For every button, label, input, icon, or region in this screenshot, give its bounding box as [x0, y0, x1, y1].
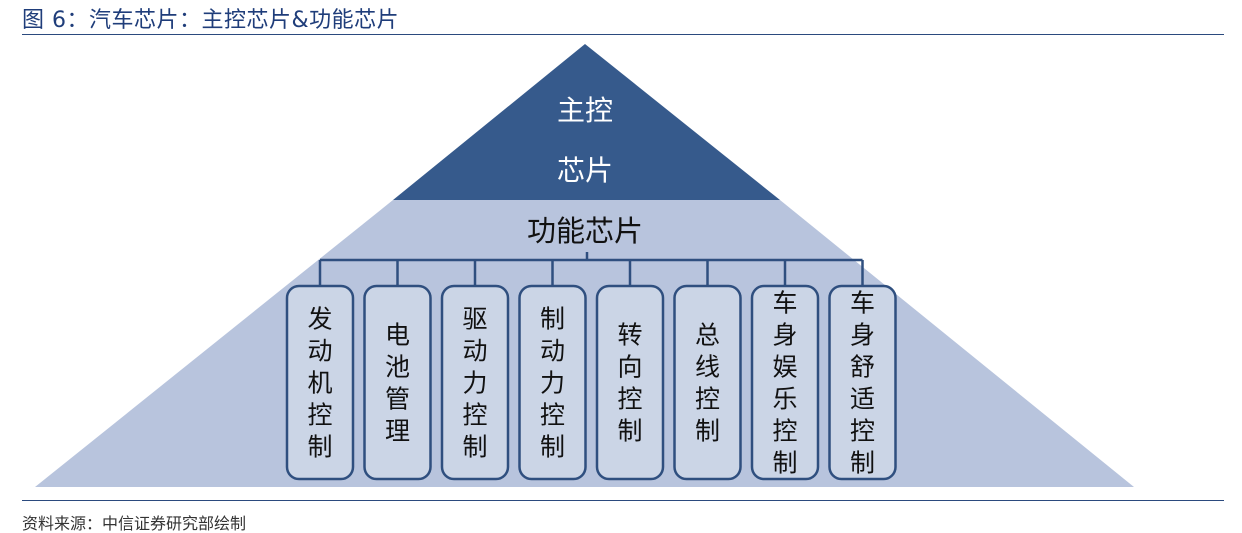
- category-box: [673, 284, 742, 481]
- category-box-char: 制: [307, 432, 332, 461]
- main-control-label-line1: 主控: [557, 94, 613, 127]
- category-box: [440, 284, 510, 481]
- pyramid-diagram: 主控 芯片 功能芯片 发动机控制电池管理驱动力控制制动力控制转向控制总线控制车身…: [35, 44, 1134, 487]
- category-box-char: 制: [617, 416, 642, 445]
- category-box: [363, 284, 432, 481]
- category-box: [518, 284, 587, 481]
- category-box-char: 适: [850, 384, 875, 413]
- category-box-char: 控: [307, 400, 332, 429]
- category-box-char: 控: [540, 400, 565, 429]
- category-box-char: 转: [617, 320, 642, 349]
- category-box-char: 制: [462, 432, 487, 461]
- category-box-char: 乐: [772, 384, 797, 413]
- category-box: [828, 284, 897, 481]
- category-box-char: 制: [850, 448, 875, 477]
- category-box-char: 动: [462, 336, 487, 365]
- category-box-char: 力: [462, 368, 487, 397]
- category-box-char: 理: [385, 416, 410, 445]
- figure-title: 图 6：汽车芯片：主控芯片&功能芯片: [22, 8, 400, 33]
- connector-tree: [318, 252, 864, 286]
- category-box-char: 管: [385, 384, 410, 413]
- category-box-char: 力: [540, 368, 565, 397]
- category-box-char: 动: [540, 336, 565, 365]
- category-box-char: 身: [772, 320, 797, 349]
- main-control-tier-shape: [393, 44, 780, 200]
- category-box: [595, 284, 665, 481]
- title-divider: [22, 34, 1224, 35]
- category-box-char: 制: [695, 416, 720, 445]
- category-box-char: 控: [617, 384, 642, 413]
- category-box: [750, 284, 820, 481]
- functional-chip-label: 功能芯片: [527, 214, 643, 248]
- category-box-char: 驱: [462, 304, 487, 333]
- category-box-char: 身: [850, 320, 875, 349]
- main-control-label-line2: 芯片: [557, 154, 613, 187]
- category-box-char: 向: [617, 352, 642, 381]
- category-box-char: 控: [772, 416, 797, 445]
- category-box-char: 机: [307, 368, 332, 397]
- category-box-char: 控: [850, 416, 875, 445]
- category-box-char: 线: [695, 352, 720, 381]
- category-box-char: 制: [772, 448, 797, 477]
- category-box-char: 电: [385, 320, 410, 349]
- category-box-char: 控: [462, 400, 487, 429]
- category-box-char: 娱: [772, 352, 797, 381]
- category-box-char: 车: [772, 288, 797, 317]
- category-box-char: 池: [385, 352, 410, 381]
- category-box-char: 制: [540, 304, 565, 333]
- category-box-char: 舒: [850, 352, 875, 381]
- category-box-char: 制: [540, 432, 565, 461]
- category-box-char: 车: [850, 288, 875, 317]
- source-note: 资料来源：中信证券研究部绘制: [22, 514, 247, 533]
- category-box-char: 发: [307, 304, 332, 333]
- category-box-char: 动: [307, 336, 332, 365]
- category-box: [285, 284, 355, 481]
- footer-divider: [22, 500, 1224, 501]
- category-box-char: 总: [695, 320, 720, 349]
- category-box-char: 控: [695, 384, 720, 413]
